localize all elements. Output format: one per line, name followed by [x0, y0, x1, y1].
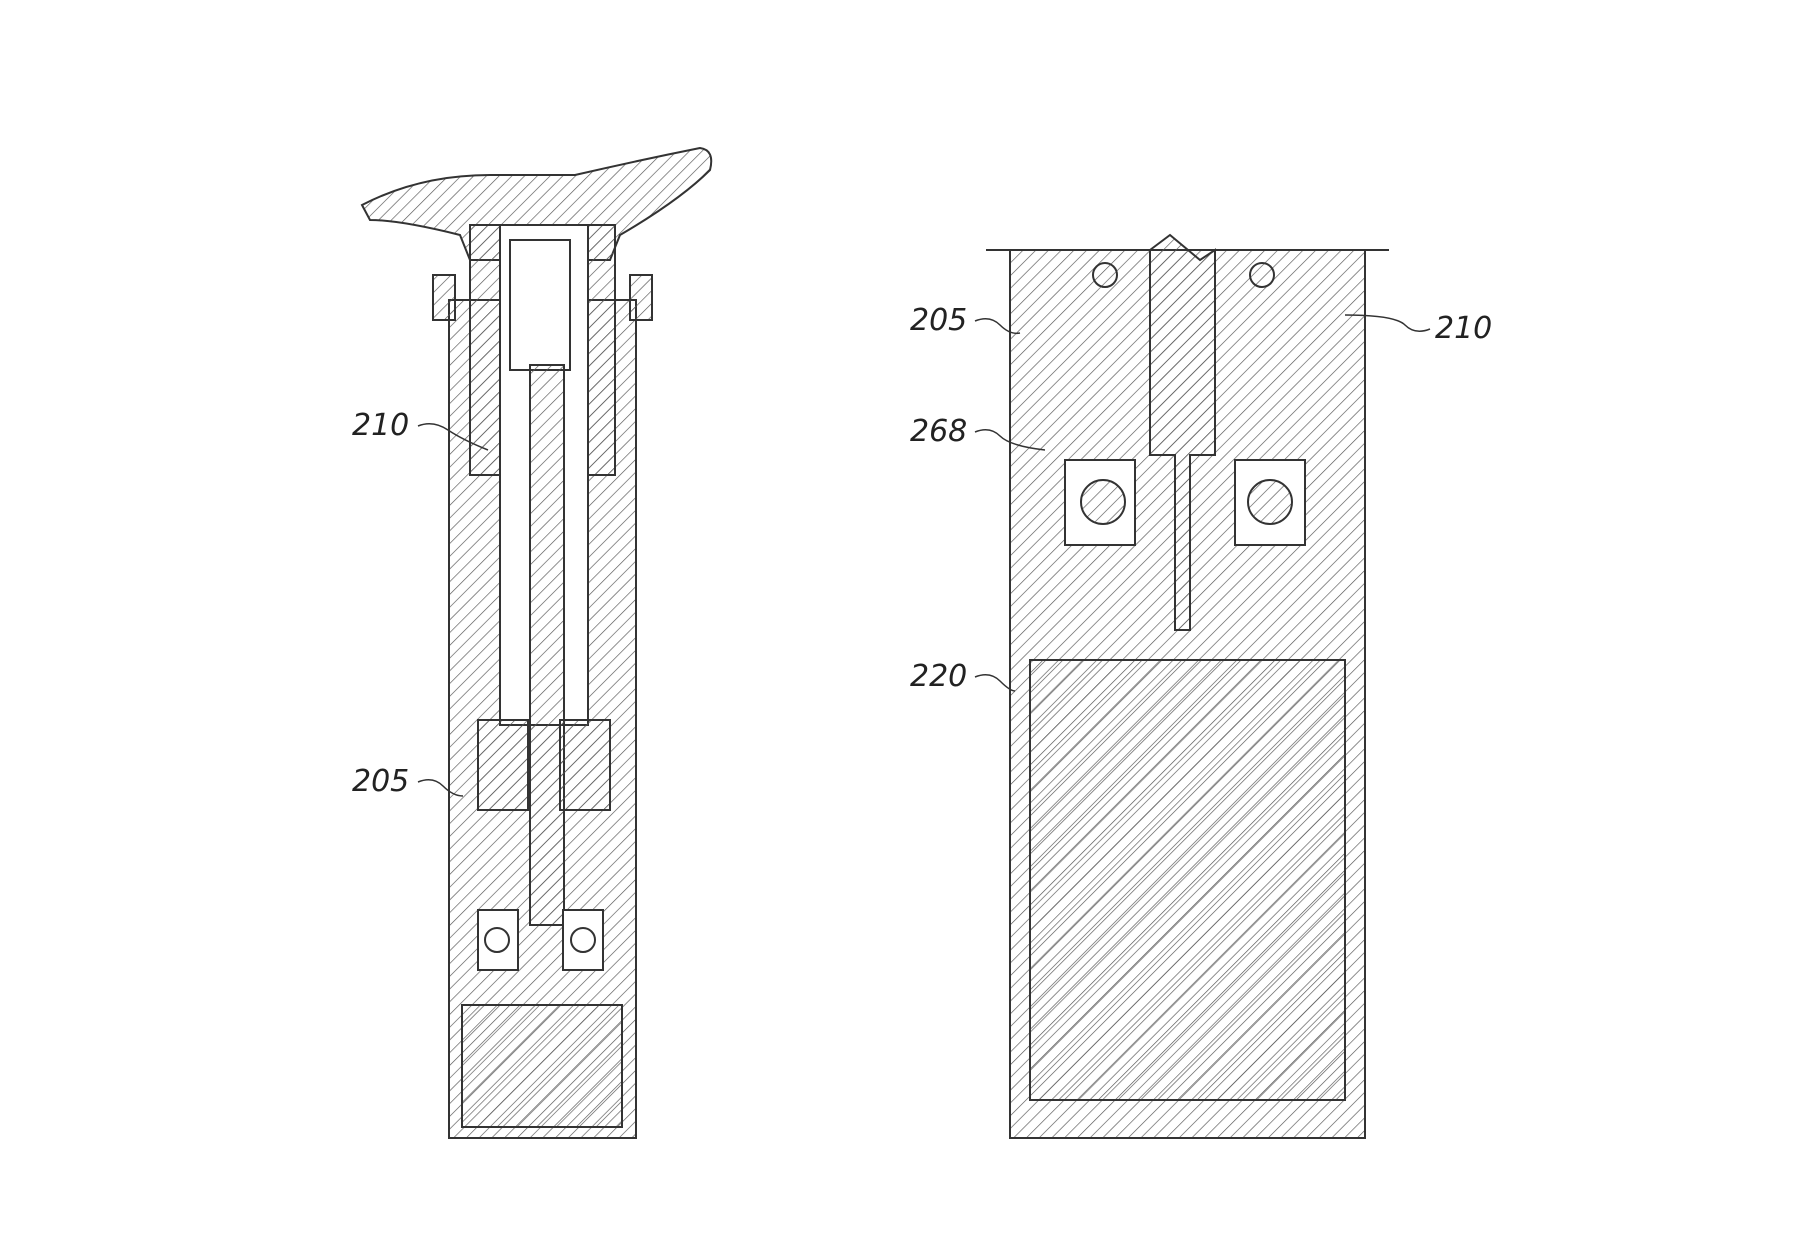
label-220: 220 — [910, 659, 968, 694]
shaft — [1149, 233, 1216, 631]
handle — [360, 146, 713, 261]
label-210-left: 210 — [352, 408, 410, 443]
right-assembly — [986, 233, 1389, 1139]
label-268: 268 — [910, 414, 968, 449]
label-210-right: 210 — [1435, 311, 1493, 346]
motor-220 — [1029, 659, 1346, 1101]
motor — [461, 1004, 623, 1128]
lead-screw — [529, 364, 565, 926]
label-205-right: 205 — [910, 303, 968, 338]
label-205-left: 205 — [352, 764, 410, 799]
left-assembly — [360, 146, 713, 1139]
leader-lines — [417, 314, 1431, 797]
